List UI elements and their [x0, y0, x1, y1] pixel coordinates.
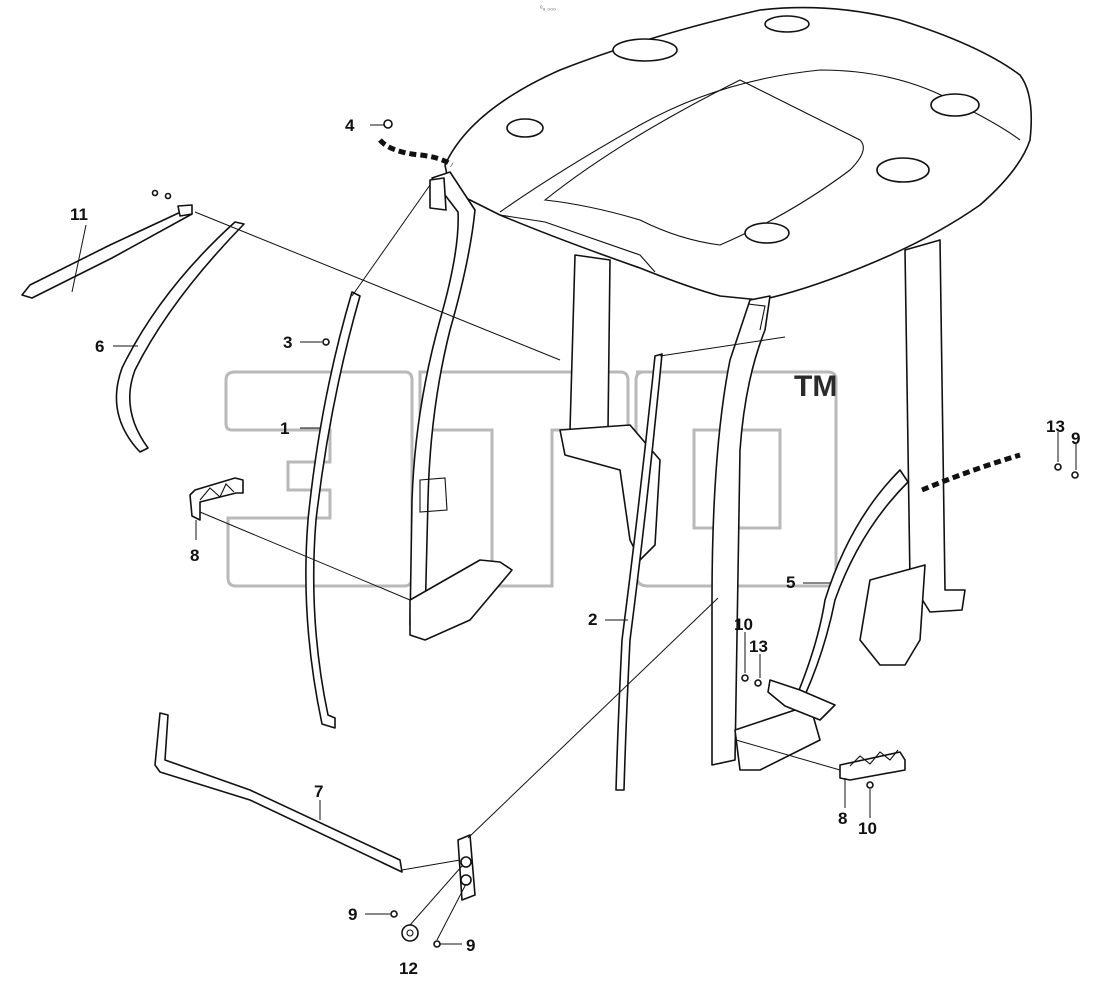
- cab-frame-icon: [409, 171, 966, 771]
- callout-2: 2: [588, 610, 597, 629]
- callout-4: 4: [345, 116, 355, 135]
- callout-8-right: 8: [838, 809, 847, 828]
- callout-8-left: 8: [190, 546, 199, 565]
- trademark-mark: TM: [794, 370, 837, 403]
- hose-4: [378, 138, 454, 168]
- callout-9-left: 9: [348, 905, 357, 924]
- callout-1: 1: [280, 419, 289, 438]
- callout-9-right: 9: [1071, 429, 1080, 448]
- callout-labels: 4 11 6 3 1 8 2 13 9 5 10 13 8 10 7 9 9 1…: [70, 116, 1080, 978]
- callout-10-lower: 10: [858, 819, 877, 838]
- callout-13-lower: 13: [749, 637, 768, 656]
- header-code: ᵉᵤ ₀₀₀: [540, 5, 556, 12]
- callout-11: 11: [70, 205, 88, 224]
- callout-7: 7: [314, 782, 323, 801]
- callout-10-upper: 10: [734, 615, 753, 634]
- callout-13-right: 13: [1046, 417, 1065, 436]
- callout-3: 3: [283, 333, 292, 352]
- callout-6: 6: [95, 337, 104, 356]
- callout-12: 12: [399, 959, 418, 978]
- leader-lines: [71, 124, 1077, 945]
- cab-roof-icon: [444, 6, 1033, 301]
- callout-5: 5: [786, 573, 795, 592]
- callout-9-bottom: 9: [466, 936, 475, 955]
- hose-13: [921, 452, 1021, 493]
